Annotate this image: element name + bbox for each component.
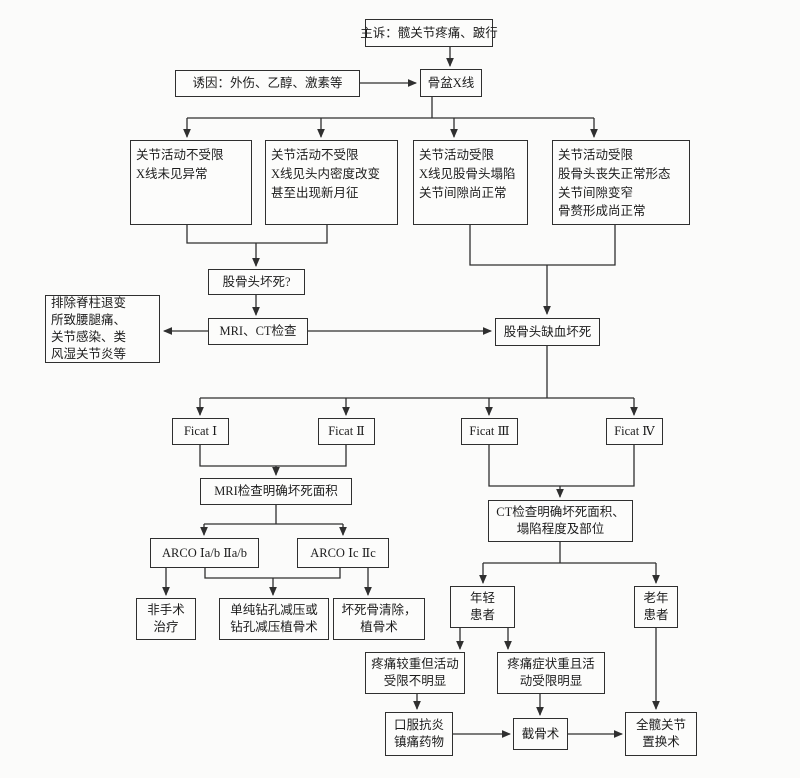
node-label: 关节活动受限 <box>558 148 634 162</box>
node-label: 单纯钻孔减压或 <box>230 602 318 617</box>
node-label: 疼痛较重但活动 <box>371 656 459 671</box>
node-label: 疼痛症状重且活 <box>507 656 595 671</box>
node-core-decompression: 单纯钻孔减压或 钻孔减压植骨术 <box>219 598 329 640</box>
node-label: 股骨头缺血坏死 <box>503 324 592 339</box>
node-label: 治疗 <box>153 620 179 634</box>
node-old-patient: 老年 患者 <box>634 586 678 628</box>
node-label: 植骨术 <box>360 620 398 634</box>
node-label: 受限不明显 <box>383 674 447 688</box>
node-stage3-finding: 关节活动受限 X线见股骨头塌陷 关节间隙尚正常 <box>413 140 528 225</box>
node-nonsurgical: 非手术 治疗 <box>136 598 196 640</box>
node-label: Ficat Ⅰ <box>183 424 218 439</box>
node-label: Ficat Ⅳ <box>614 424 655 439</box>
node-label: 坏死骨清除， <box>341 602 417 617</box>
node-exclusions: 排除脊柱退变 所致腰腿痛、 关节感染、类 风湿关节炎等 <box>45 295 160 363</box>
node-stage2-finding: 关节活动不受限 X线见头内密度改变 甚至出现新月征 <box>265 140 398 225</box>
node-label: 钻孔减压植骨术 <box>230 620 318 634</box>
edge-avn-split <box>200 346 634 399</box>
node-suspected-necrosis: 股骨头坏死? <box>208 269 305 295</box>
node-label: CT检查明确坏死面积、 <box>496 504 625 519</box>
node-label: 排除脊柱退变 <box>51 296 127 311</box>
node-label: X线未见异常 <box>136 166 208 181</box>
node-ficat4: Ficat Ⅳ <box>606 418 663 445</box>
node-label: 股骨头丧失正常形态 <box>558 166 671 181</box>
node-label: 骨盆X线 <box>427 75 475 90</box>
node-label: 关节间隙尚正常 <box>419 185 507 200</box>
node-pelvic-xray: 骨盆X线 <box>420 69 482 97</box>
node-mri-area: MRI检查明确坏死面积 <box>200 478 352 505</box>
node-stage1-finding: 关节活动不受限 X线未见异常 <box>130 140 252 225</box>
node-label: 年轻 <box>469 590 495 605</box>
node-total-hip: 全髋关节 置换术 <box>625 712 697 756</box>
node-chief-complaint: 主诉：髋关节疼痛、跛行 <box>360 19 498 47</box>
node-label: 甚至出现新月征 <box>271 185 359 200</box>
node-label: 置换术 <box>642 735 680 749</box>
node-label: 主诉：髋关节疼痛、跛行 <box>360 25 498 40</box>
node-ficat2: Ficat Ⅱ <box>318 418 375 445</box>
node-label: X线见头内密度改变 <box>271 166 381 181</box>
node-stage4-finding: 关节活动受限 股骨头丧失正常形态 关节间隙变窄 骨赘形成尚正常 <box>552 140 690 225</box>
node-label: 镇痛药物 <box>393 735 444 749</box>
node-label: 骨赘形成尚正常 <box>558 204 646 219</box>
node-ct-area: CT检查明确坏死面积、 塌陷程度及部位 <box>488 500 633 542</box>
node-young-patient: 年轻 患者 <box>450 586 515 628</box>
edge-ficat34-merge <box>488 445 635 487</box>
node-avascular-necrosis: 股骨头缺血坏死 <box>495 318 600 346</box>
node-label: Ficat Ⅲ <box>469 424 510 439</box>
node-label: MRI、CT检查 <box>219 324 297 339</box>
node-label: 塌陷程度及部位 <box>516 522 605 536</box>
node-label: 全髋关节 <box>635 717 686 732</box>
node-label: 老年 <box>643 590 669 605</box>
node-label: ARCO Ⅰa/b Ⅱa/b <box>162 545 247 560</box>
node-debridement-graft: 坏死骨清除， 植骨术 <box>333 598 425 640</box>
node-ficat1: Ficat Ⅰ <box>172 418 229 445</box>
node-pain-mild-limit: 疼痛较重但活动 受限不明显 <box>365 652 465 694</box>
node-label: 关节活动不受限 <box>271 148 359 162</box>
node-arco-c: ARCO Ⅰc Ⅱc <box>297 538 389 568</box>
node-oral-meds: 口服抗炎 镇痛药物 <box>385 712 453 756</box>
edge-stage12-merge <box>186 225 328 244</box>
edge-stage34-merge <box>469 225 616 266</box>
edge-xray-split <box>187 96 594 119</box>
node-label: 截骨术 <box>521 726 560 741</box>
edge-ficat12-merge <box>199 445 347 467</box>
node-label: ARCO Ⅰc Ⅱc <box>310 545 376 560</box>
node-label: 诱因：外伤、乙醇、激素等 <box>192 76 343 91</box>
node-label: 关节活动受限 <box>419 148 495 162</box>
edge-arco-mid-merge <box>204 568 341 579</box>
node-label: 患者 <box>643 608 669 622</box>
node-osteotomy: 截骨术 <box>513 718 568 750</box>
node-label: MRI检查明确坏死面积 <box>214 484 338 499</box>
node-pain-severe-limit: 疼痛症状重且活 动受限明显 <box>497 652 605 694</box>
node-label: 所致腰腿痛、 <box>51 313 127 328</box>
node-arco-ab: ARCO Ⅰa/b Ⅱa/b <box>150 538 259 568</box>
node-label: 口服抗炎 <box>393 717 444 732</box>
node-label: 非手术 <box>147 602 185 617</box>
node-label: 股骨头坏死? <box>222 274 291 289</box>
node-label: X线见股骨头塌陷 <box>419 166 516 181</box>
node-label: 风湿关节炎等 <box>51 346 127 361</box>
node-label: 关节间隙变窄 <box>558 185 634 200</box>
node-label: 关节活动不受限 <box>136 148 224 162</box>
node-label: Ficat Ⅱ <box>328 424 365 439</box>
node-label: 关节感染、类 <box>51 330 127 344</box>
node-ficat3: Ficat Ⅲ <box>461 418 518 445</box>
edge-mriarea-split <box>204 505 343 525</box>
node-mri-ct-exam: MRI、CT检查 <box>208 318 308 345</box>
node-trigger: 诱因：外伤、乙醇、激素等 <box>175 70 360 97</box>
node-label: 动受限明显 <box>519 674 583 688</box>
node-label: 患者 <box>469 608 495 622</box>
edge-ctarea-split <box>483 542 656 564</box>
